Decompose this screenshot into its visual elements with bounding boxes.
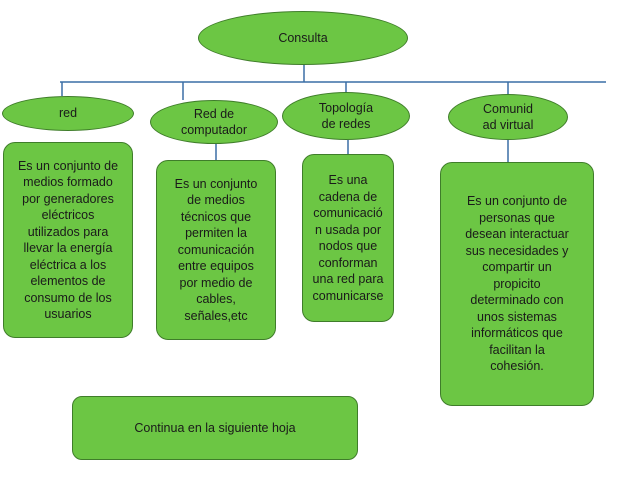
branch-title-label: red	[58, 106, 78, 121]
root-node: Consulta	[198, 11, 408, 65]
branch-description-text: Es un conjunto de medios técnicos que pe…	[174, 176, 258, 323]
footer-label: Continua en la siguiente hoja	[134, 420, 296, 435]
root-label: Consulta	[278, 30, 328, 45]
branch-description-text: Es un conjunto de medios formado por gen…	[17, 158, 119, 322]
branch-description-red-de-computador: Es un conjunto de medios técnicos que pe…	[156, 160, 276, 340]
branch-description-red: Es un conjunto de medios formado por gen…	[3, 142, 133, 338]
branch-title-label: Comunid ad virtual	[482, 101, 534, 133]
branch-title-comunidad-virtual: Comunid ad virtual	[448, 94, 568, 140]
branch-title-red: red	[2, 96, 134, 131]
branch-description-comunidad-virtual: Es un conjunto de personas que desean in…	[440, 162, 594, 406]
branch-description-topologia-de-redes: Es una cadena de comunicació n usada por…	[302, 154, 394, 322]
branch-title-topologia-de-redes: Topología de redes	[282, 92, 410, 140]
footer-note: Continua en la siguiente hoja	[72, 396, 358, 460]
branch-title-label: Topología de redes	[318, 100, 374, 132]
branch-title-label: Red de computador	[180, 106, 247, 138]
branch-description-text: Es una cadena de comunicació n usada por…	[312, 173, 384, 303]
branch-title-red-de-computador: Red de computador	[150, 100, 278, 144]
branch-description-text: Es un conjunto de personas que desean in…	[465, 194, 569, 374]
